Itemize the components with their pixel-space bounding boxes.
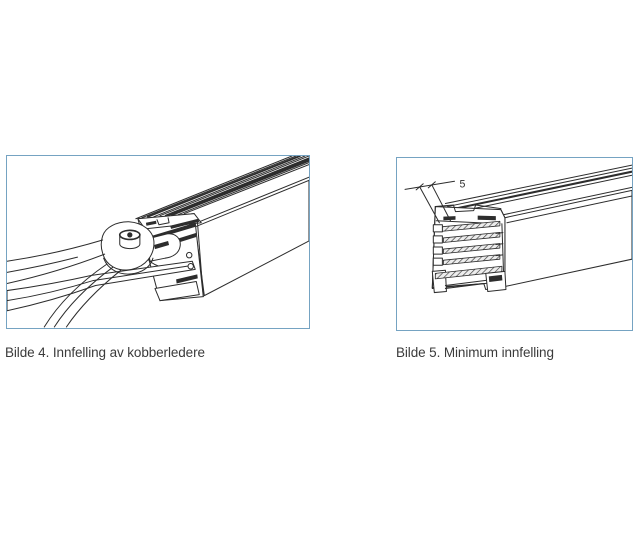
figure-frame-bilde-4 bbox=[6, 155, 310, 329]
track-crimping-tool-diagram bbox=[7, 156, 309, 328]
dimension-label: 5 bbox=[460, 178, 466, 190]
figure-caption-bilde-5: Bilde 5. Minimum innfelling bbox=[396, 345, 554, 360]
figure-caption-bilde-4: Bilde 4. Innfelling av kobberledere bbox=[5, 345, 205, 360]
figure-frame-bilde-5: 5 bbox=[396, 157, 633, 331]
track-profile-recess-diagram: 5 bbox=[404, 164, 632, 294]
